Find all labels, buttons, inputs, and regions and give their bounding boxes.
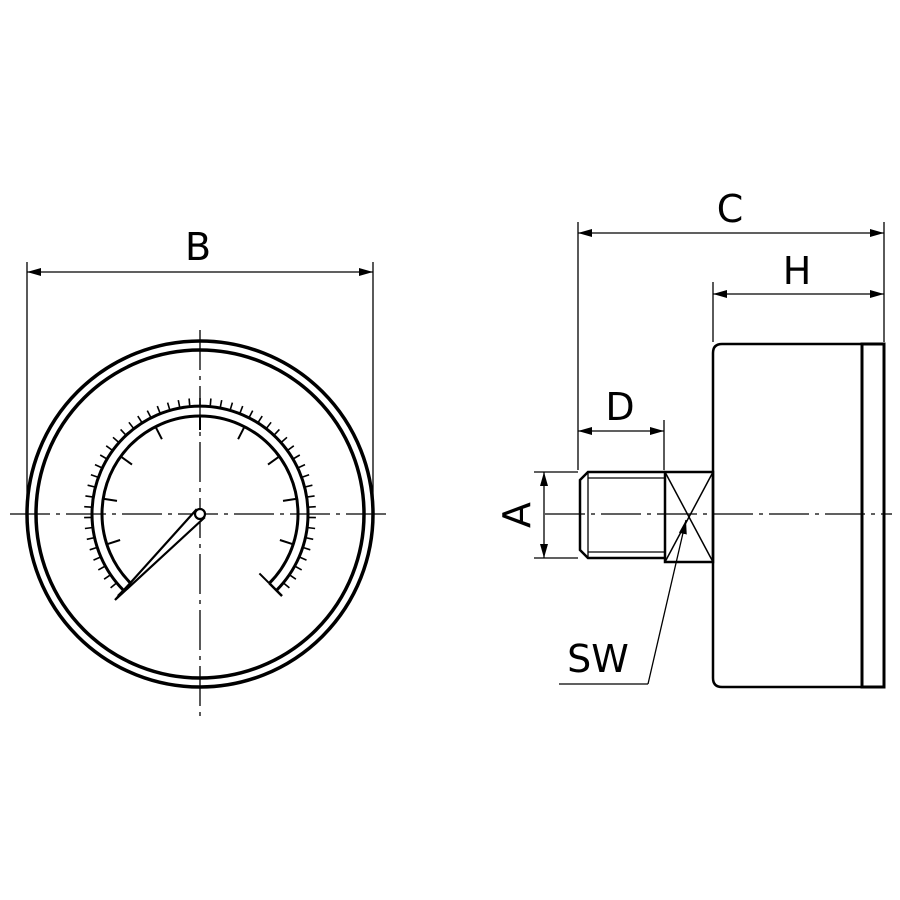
dial-minor-tick bbox=[307, 505, 316, 508]
dial-minor-tick bbox=[301, 473, 310, 479]
dial-major-tick bbox=[267, 455, 280, 466]
dial-minor-tick bbox=[146, 410, 152, 419]
dial-major-tick bbox=[258, 572, 271, 585]
dimension-d: D bbox=[578, 385, 665, 470]
dimension-b-label: B bbox=[185, 225, 211, 269]
dial-minor-tick bbox=[229, 402, 234, 411]
dial-minor-tick bbox=[265, 421, 272, 430]
dial-minor-tick bbox=[209, 398, 212, 407]
dial-major-tick bbox=[282, 497, 297, 502]
dial-minor-tick bbox=[86, 536, 95, 541]
dial-arc-outer bbox=[90, 404, 310, 592]
dial-minor-tick bbox=[90, 473, 99, 479]
dial-minor-tick bbox=[84, 505, 93, 508]
dial-minor-tick bbox=[94, 463, 103, 469]
dial-minor-tick bbox=[97, 565, 106, 571]
dial-minor-tick bbox=[87, 484, 96, 488]
gauge-bezel-outer bbox=[25, 339, 375, 689]
dimension-sw-label: SW bbox=[567, 637, 629, 681]
dial-minor-tick bbox=[99, 454, 108, 460]
dimension-b: B bbox=[26, 225, 374, 512]
dial-minor-tick bbox=[288, 574, 297, 580]
dial-minor-tick bbox=[286, 445, 295, 452]
dial-minor-tick bbox=[305, 536, 314, 541]
dial-minor-tick bbox=[112, 436, 120, 444]
dial-minor-tick bbox=[248, 410, 254, 419]
side-view: C H D A SW bbox=[495, 187, 892, 689]
dial-minor-tick bbox=[93, 556, 102, 561]
dial-minor-tick bbox=[128, 421, 135, 430]
dial-minor-tick bbox=[297, 463, 306, 469]
dimension-d-label: D bbox=[605, 385, 634, 429]
dial-minor-tick bbox=[105, 445, 114, 452]
dial-minor-tick bbox=[273, 428, 280, 436]
dial-major-tick bbox=[154, 426, 163, 440]
gauge-case bbox=[711, 342, 862, 689]
dimension-h-label: H bbox=[783, 249, 812, 293]
dial-minor-tick bbox=[110, 582, 118, 589]
dial-minor-tick bbox=[156, 405, 161, 414]
dial-minor-tick bbox=[292, 454, 301, 460]
dial-minor-tick bbox=[188, 398, 191, 407]
dial-major-tick bbox=[237, 426, 246, 440]
gauge-pointer bbox=[114, 507, 207, 601]
dimension-c: C bbox=[577, 187, 885, 470]
dial-minor-tick bbox=[137, 415, 143, 424]
dial-minor-tick bbox=[120, 428, 127, 436]
dial-minor-tick bbox=[307, 526, 316, 530]
dial-minor-tick bbox=[306, 495, 315, 498]
dial-minor-tick bbox=[166, 402, 171, 411]
dial-minor-tick bbox=[177, 399, 181, 409]
dial-minor-tick bbox=[219, 399, 223, 409]
dial-major-tick bbox=[120, 455, 133, 466]
dial-minor-tick bbox=[257, 415, 263, 424]
dial-minor-tick bbox=[103, 574, 112, 580]
dial-minor-tick bbox=[282, 582, 290, 589]
gauge-front-ring bbox=[860, 342, 886, 689]
front-view: B bbox=[10, 225, 392, 718]
dimension-sw: SW bbox=[559, 519, 687, 685]
dial-minor-tick bbox=[294, 565, 303, 571]
gauge-bezel-inner bbox=[34, 348, 366, 680]
dial-minor-tick bbox=[239, 405, 244, 414]
dial-major-tick bbox=[106, 539, 121, 546]
dial-minor-tick bbox=[85, 495, 94, 498]
dial-minor-tick bbox=[304, 484, 313, 488]
dial-major-tick bbox=[103, 497, 118, 502]
dial-major-tick bbox=[279, 539, 294, 546]
dial-minor-tick bbox=[298, 556, 307, 561]
hex-wrench-flats bbox=[663, 470, 715, 564]
gauge-dial bbox=[84, 398, 316, 597]
dimension-h: H bbox=[712, 249, 884, 342]
dial-minor-tick bbox=[302, 546, 311, 551]
dial-minor-tick bbox=[89, 546, 98, 551]
dimension-a-label: A bbox=[495, 502, 539, 528]
dial-minor-tick bbox=[280, 436, 288, 444]
threaded-connector bbox=[578, 470, 665, 560]
dimension-a: A bbox=[495, 471, 578, 559]
dimension-c-label: C bbox=[717, 187, 744, 231]
dial-minor-tick bbox=[84, 526, 93, 530]
dial-end-cap bbox=[268, 582, 283, 597]
